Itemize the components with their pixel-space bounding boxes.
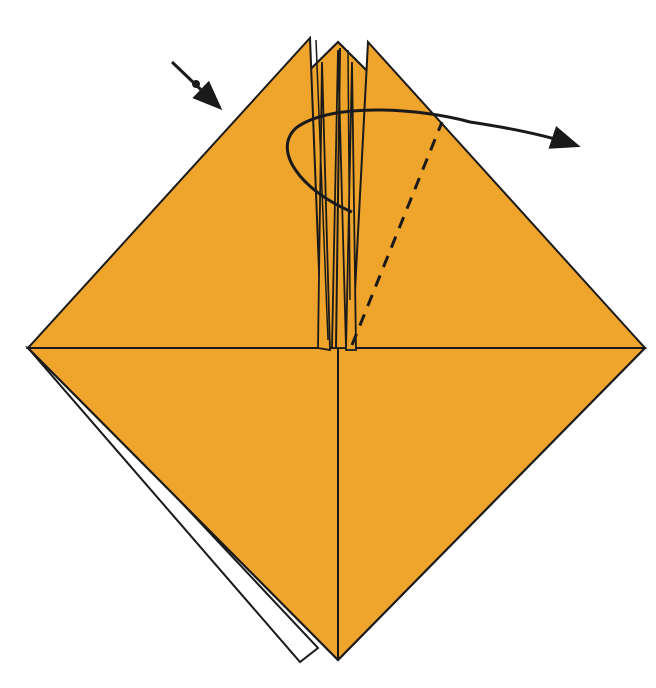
center-flap-left [317,61,331,352]
inner-layer-line-3 [347,49,351,301]
left-flap [25,35,324,349]
right-flap [350,39,648,349]
valley-fold-dashed-line [350,121,444,346]
inner-layer-line-1 [315,39,329,341]
inner-layer-line-2 [335,47,341,349]
curved-open-arrow [285,108,581,214]
push-arrow-dot [192,80,200,88]
center-flap-middle [331,49,347,349]
